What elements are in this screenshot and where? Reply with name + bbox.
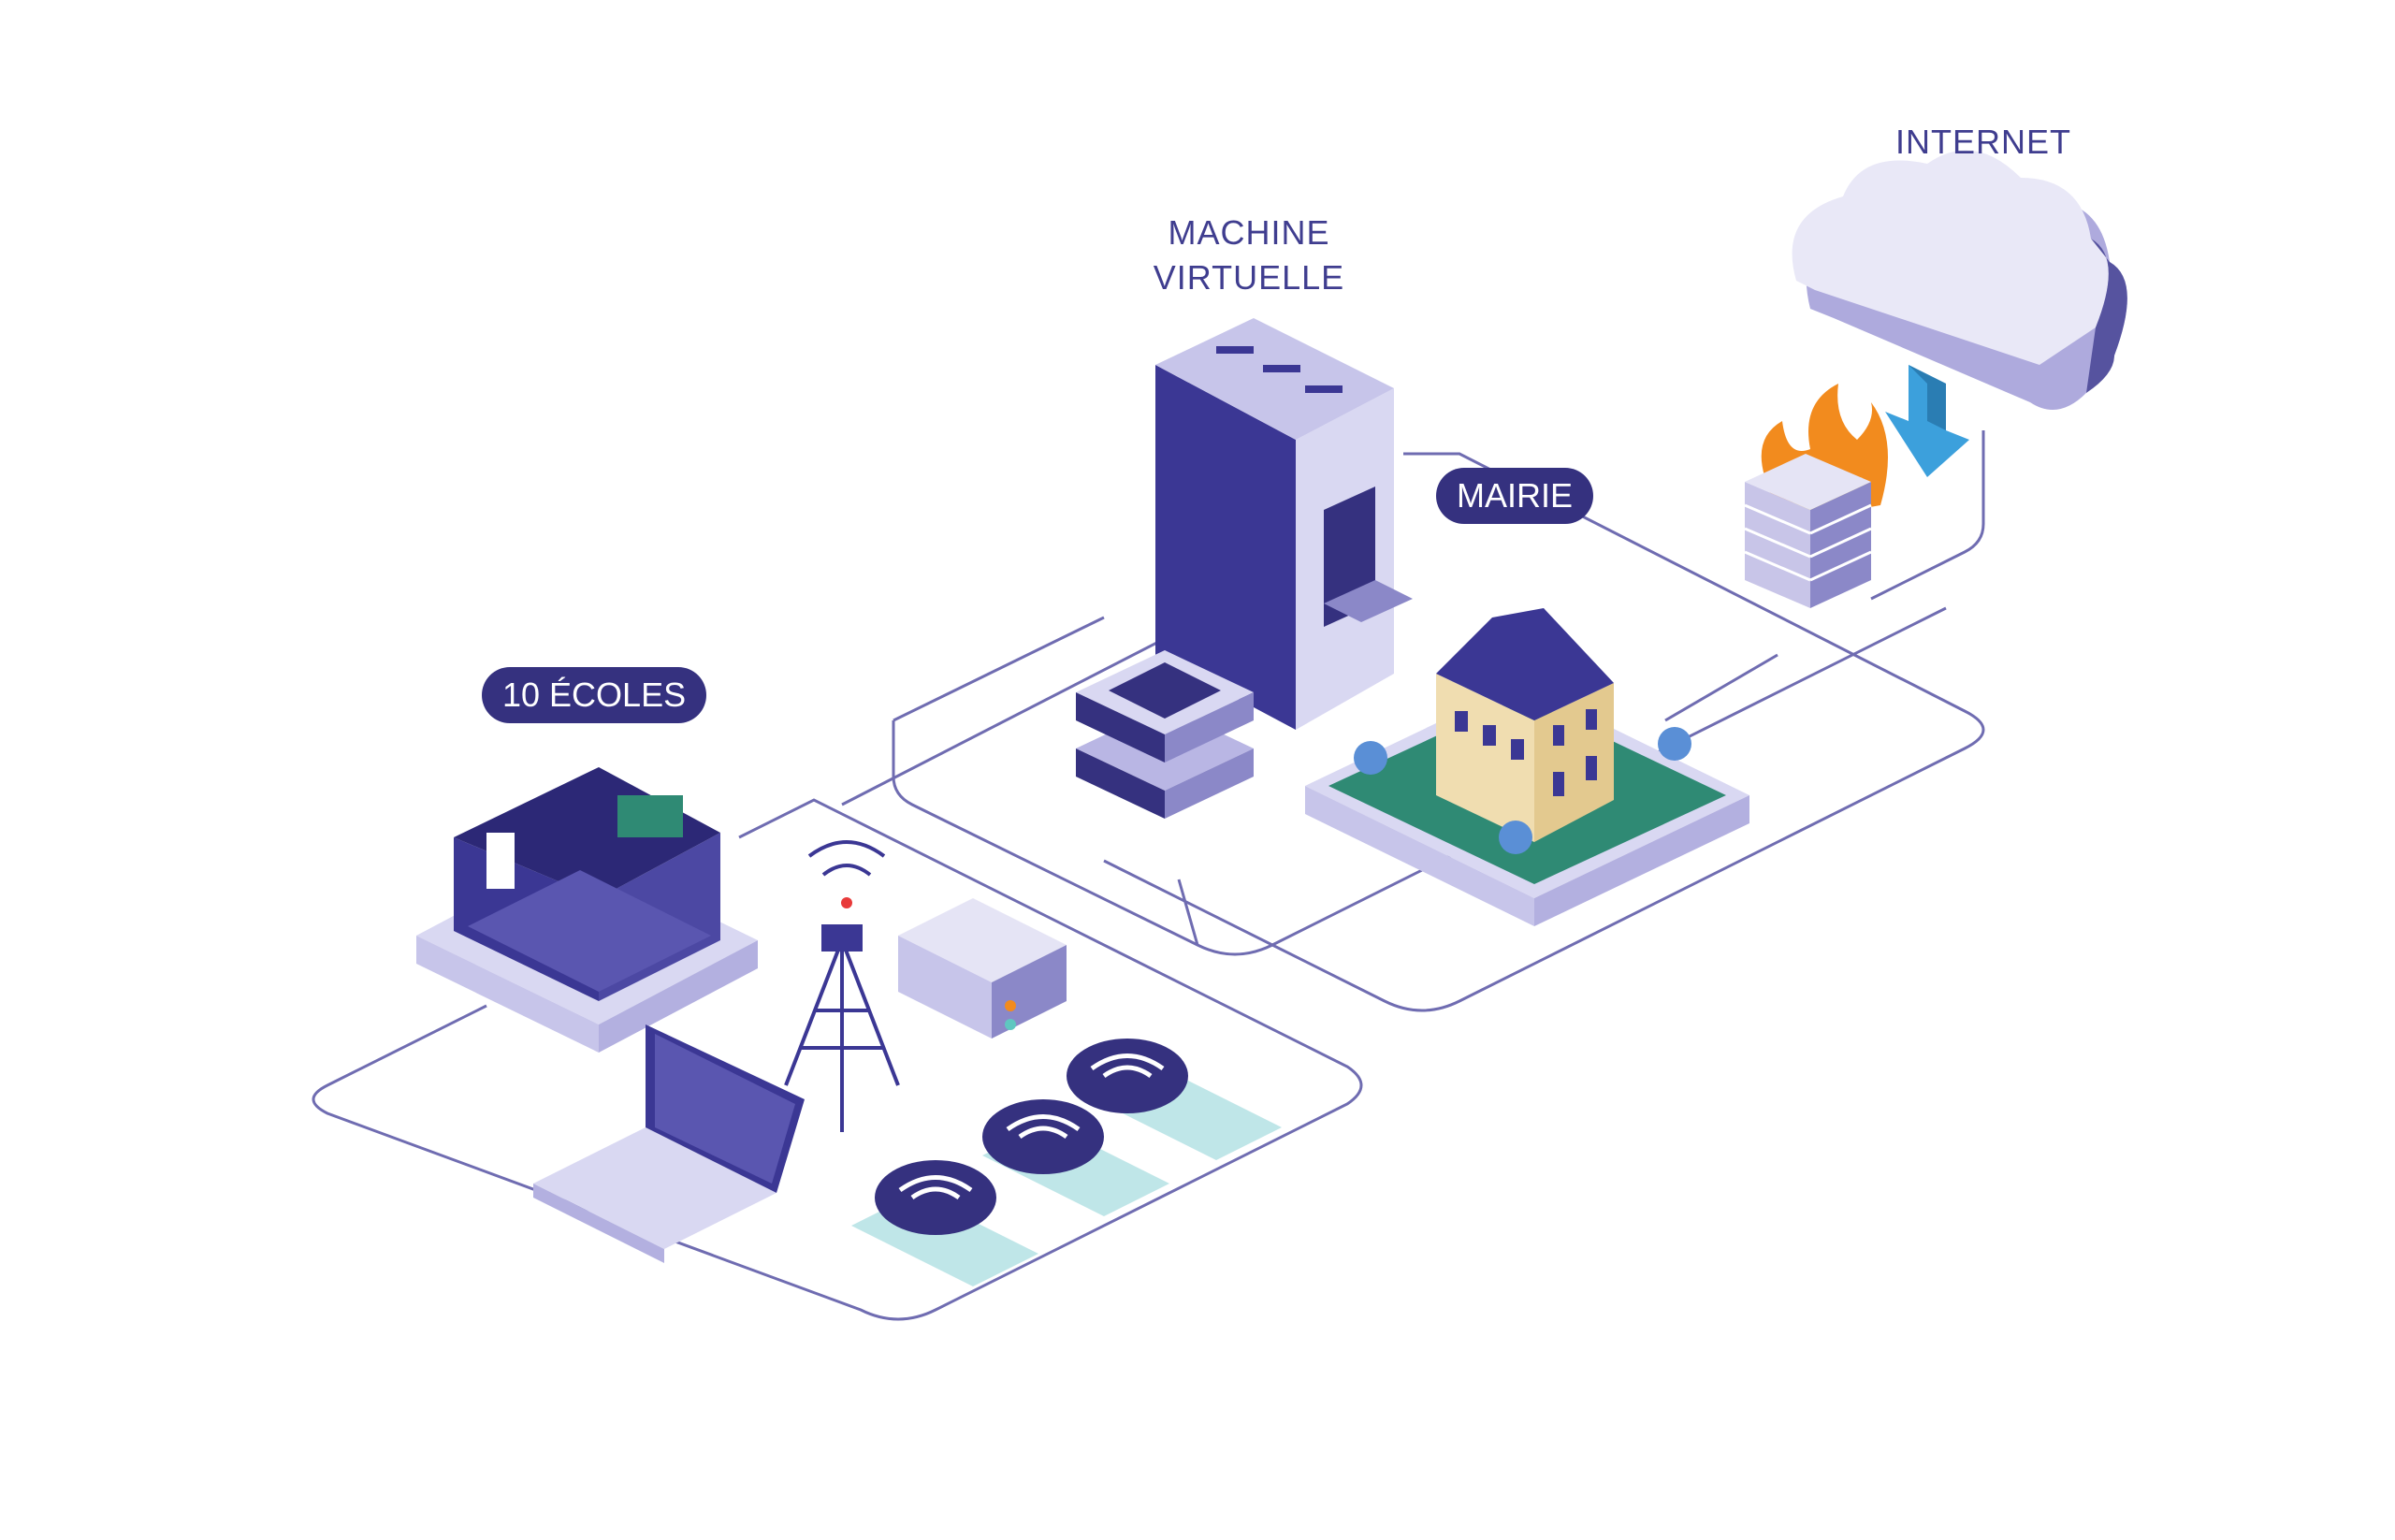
- wifi-icon: [875, 1039, 1188, 1235]
- vm-label-line2: VIRTUELLE: [1153, 258, 1345, 297]
- mairie-building-icon: [1305, 608, 1749, 926]
- download-arrow-icon: [1885, 365, 1969, 477]
- connection-vm-loop: [892, 606, 1947, 956]
- connection-mairie-vm: [1177, 879, 1199, 946]
- connection-mairie-loop: [1103, 452, 1985, 1012]
- internet-label: INTERNET: [1895, 123, 2071, 161]
- tree-icon: [1354, 741, 1387, 775]
- connection-vm-top: [893, 616, 1105, 722]
- connection-lines: [312, 430, 1985, 1321]
- classroom-icon: [416, 767, 758, 1053]
- server-rack-icon: [1155, 318, 1413, 730]
- laptop-icon: [533, 1024, 805, 1263]
- connection-firewall: [1664, 653, 1778, 722]
- connection-cloud: [1870, 430, 1985, 601]
- server-unit-icon: [1076, 650, 1254, 819]
- vm-label-line1: MACHINE: [1168, 213, 1330, 252]
- mairie-label: MAIRIE: [1436, 468, 1594, 524]
- tree-icon: [1658, 727, 1691, 761]
- cloud-icon: [1792, 150, 2127, 410]
- vm-label: MACHINE VIRTUELLE: [1123, 211, 1375, 300]
- connection-schools-loop: [312, 798, 1363, 1321]
- antenna-tower-icon: [784, 840, 900, 1132]
- ecoles-label: 10 ÉCOLES: [482, 667, 707, 723]
- tree-icon: [1499, 821, 1532, 854]
- firewall-icon: [1744, 384, 1888, 608]
- network-switch-icon: [898, 898, 1067, 1039]
